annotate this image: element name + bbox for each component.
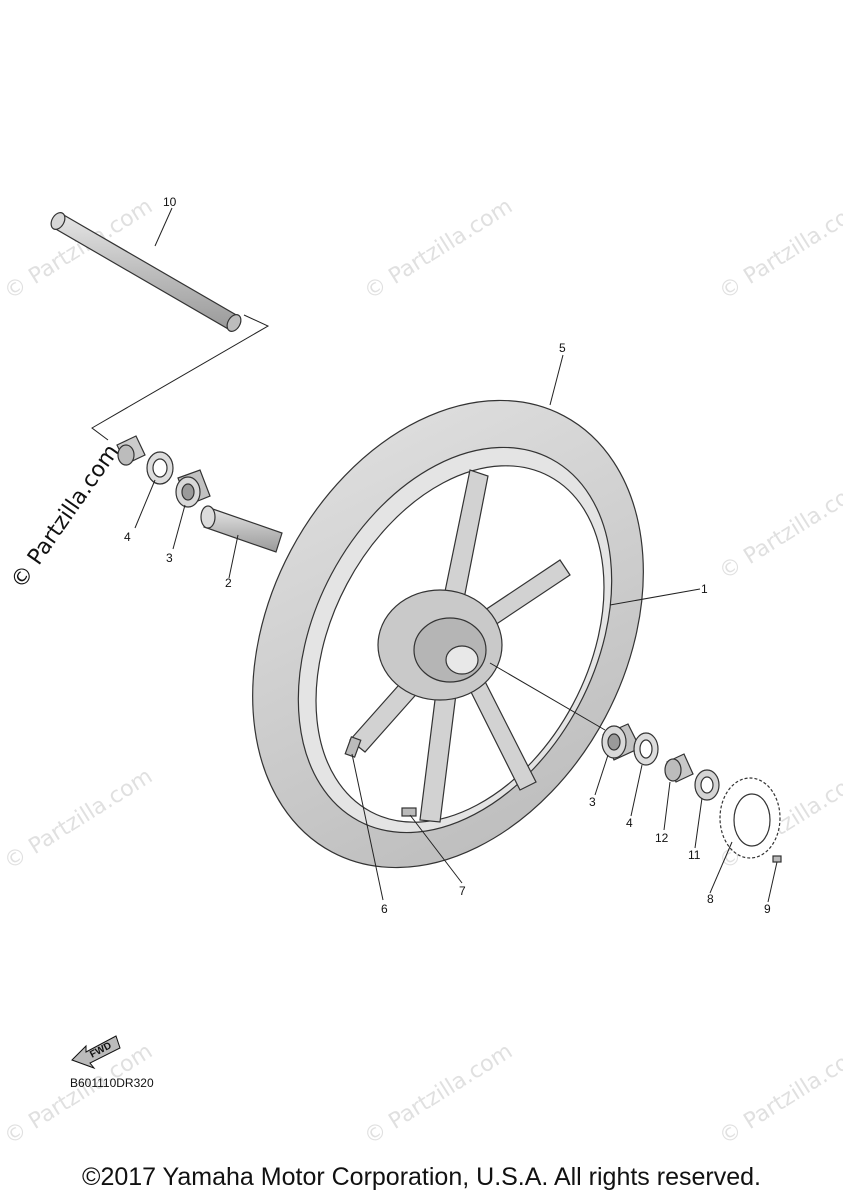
callout-3-left: 3 bbox=[166, 551, 173, 565]
callouts: 10 5 1 4 3 2 3 4 12 11 8 9 6 7 bbox=[124, 195, 771, 916]
watermark: © Partzilla.com bbox=[715, 1039, 843, 1150]
watermark: © Partzilla.com bbox=[360, 1039, 517, 1150]
watermark: © Partzilla.com bbox=[715, 474, 843, 585]
bearing-right bbox=[601, 723, 641, 761]
callout-5: 5 bbox=[559, 341, 566, 355]
callout-10: 10 bbox=[163, 195, 177, 209]
watermark: © Partzilla.com bbox=[360, 194, 517, 305]
callout-4-left: 4 bbox=[124, 530, 131, 544]
callout-8: 8 bbox=[707, 892, 714, 906]
callout-2: 2 bbox=[225, 576, 232, 590]
callout-11: 11 bbox=[688, 848, 701, 862]
callout-9: 9 bbox=[764, 902, 771, 916]
left-collar bbox=[116, 435, 146, 466]
leader-lines bbox=[134, 207, 778, 903]
diagram-code: B601110DR320 bbox=[70, 1076, 154, 1090]
copyright-notice: ©2017 Yamaha Motor Corporation, U.S.A. A… bbox=[82, 1163, 761, 1191]
oil-seal-part-11 bbox=[694, 769, 720, 801]
watermark: © Partzilla.com bbox=[0, 764, 157, 875]
callout-1: 1 bbox=[701, 582, 708, 596]
collar-part-12 bbox=[664, 753, 694, 783]
watermark: © Partzilla.com bbox=[0, 194, 157, 305]
callout-4-right: 4 bbox=[626, 816, 633, 830]
bearing-left bbox=[175, 469, 211, 508]
callout-12: 12 bbox=[655, 831, 669, 845]
callout-3-right: 3 bbox=[589, 795, 596, 809]
screw-part-9 bbox=[772, 855, 782, 863]
axle-part-10 bbox=[50, 212, 242, 332]
spacer-part-2 bbox=[200, 505, 283, 553]
callout-6: 6 bbox=[381, 902, 388, 916]
sensor-rotor-part-8 bbox=[719, 777, 781, 859]
wheel-assembly bbox=[252, 399, 644, 869]
callout-7: 7 bbox=[459, 884, 466, 898]
watermark: © Partzilla.com bbox=[715, 194, 843, 305]
watermark-side: © Partzilla.com bbox=[6, 440, 124, 593]
axle-route-line bbox=[91, 314, 270, 441]
